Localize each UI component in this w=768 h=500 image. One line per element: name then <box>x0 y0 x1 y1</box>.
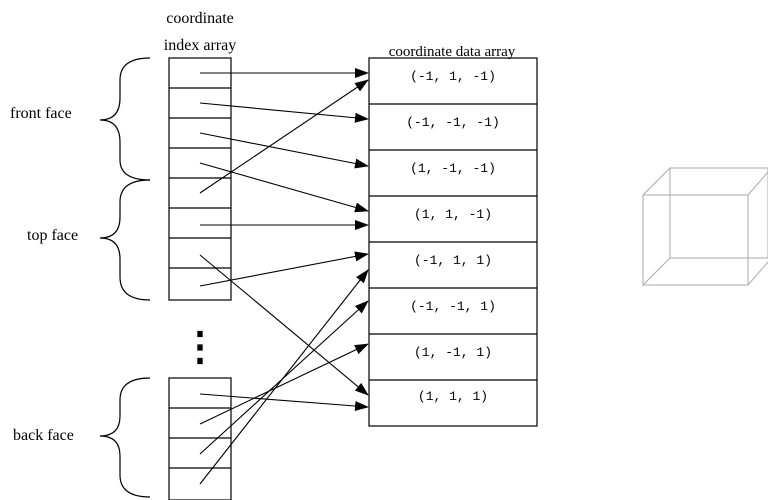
index-array-upper <box>168 57 232 301</box>
index-array-title-line1: coordinate <box>166 10 234 27</box>
coordinate-4: (-1, 1, 1) <box>414 253 492 268</box>
coordinate-3: (1, 1, -1) <box>414 207 492 222</box>
data-array <box>368 57 538 427</box>
arrow-index-6 <box>199 254 369 396</box>
arrow-index-2 <box>199 132 369 169</box>
arrow-back-0 <box>199 393 369 411</box>
data-array-title: coordinate data array <box>389 44 516 60</box>
index-arrows <box>199 68 369 485</box>
top-face-brace <box>99 179 151 301</box>
back-face-label: back face <box>13 427 74 444</box>
front-face-brace <box>99 57 151 181</box>
coordinate-7: (1, 1, 1) <box>418 389 488 404</box>
index-array-title-line2: index array <box>164 37 236 54</box>
wireframe-cube <box>642 167 768 286</box>
arrow-index-1 <box>199 102 369 123</box>
back-face-brace <box>99 377 151 498</box>
top-face-label: top face <box>27 227 78 244</box>
arrow-back-3 <box>199 269 369 485</box>
arrow-index-3 <box>199 162 369 213</box>
coordinate-2: (1, -1, -1) <box>410 161 496 176</box>
coordinate-6: (1, -1, 1) <box>414 345 492 360</box>
arrow-index-4 <box>199 79 369 194</box>
ellipsis-dots: ⋮ <box>180 324 220 369</box>
arrow-back-1 <box>199 343 369 425</box>
index-array-lower <box>168 377 232 500</box>
face-braces <box>99 57 151 498</box>
coordinate-5: (-1, -1, 1) <box>410 299 496 314</box>
coordinate-0: (-1, 1, -1) <box>410 69 496 84</box>
arrow-index-7 <box>199 251 369 287</box>
coordinate-1: (-1, -1, -1) <box>406 115 500 130</box>
front-face-label: front face <box>10 105 72 122</box>
